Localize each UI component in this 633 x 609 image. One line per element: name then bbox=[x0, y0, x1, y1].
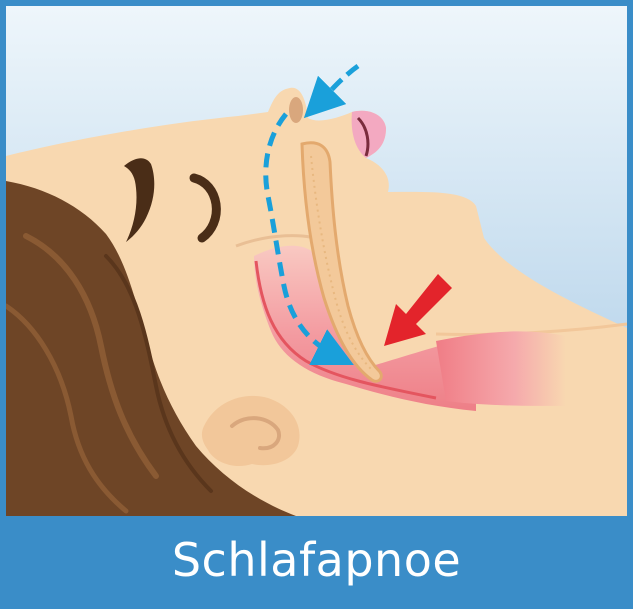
nostril bbox=[289, 97, 303, 123]
sleep-apnea-illustration bbox=[6, 6, 627, 516]
caption-title: Schlafapnoe bbox=[172, 533, 461, 587]
caption-bar: Schlafapnoe bbox=[6, 516, 627, 603]
trachea bbox=[436, 331, 566, 406]
